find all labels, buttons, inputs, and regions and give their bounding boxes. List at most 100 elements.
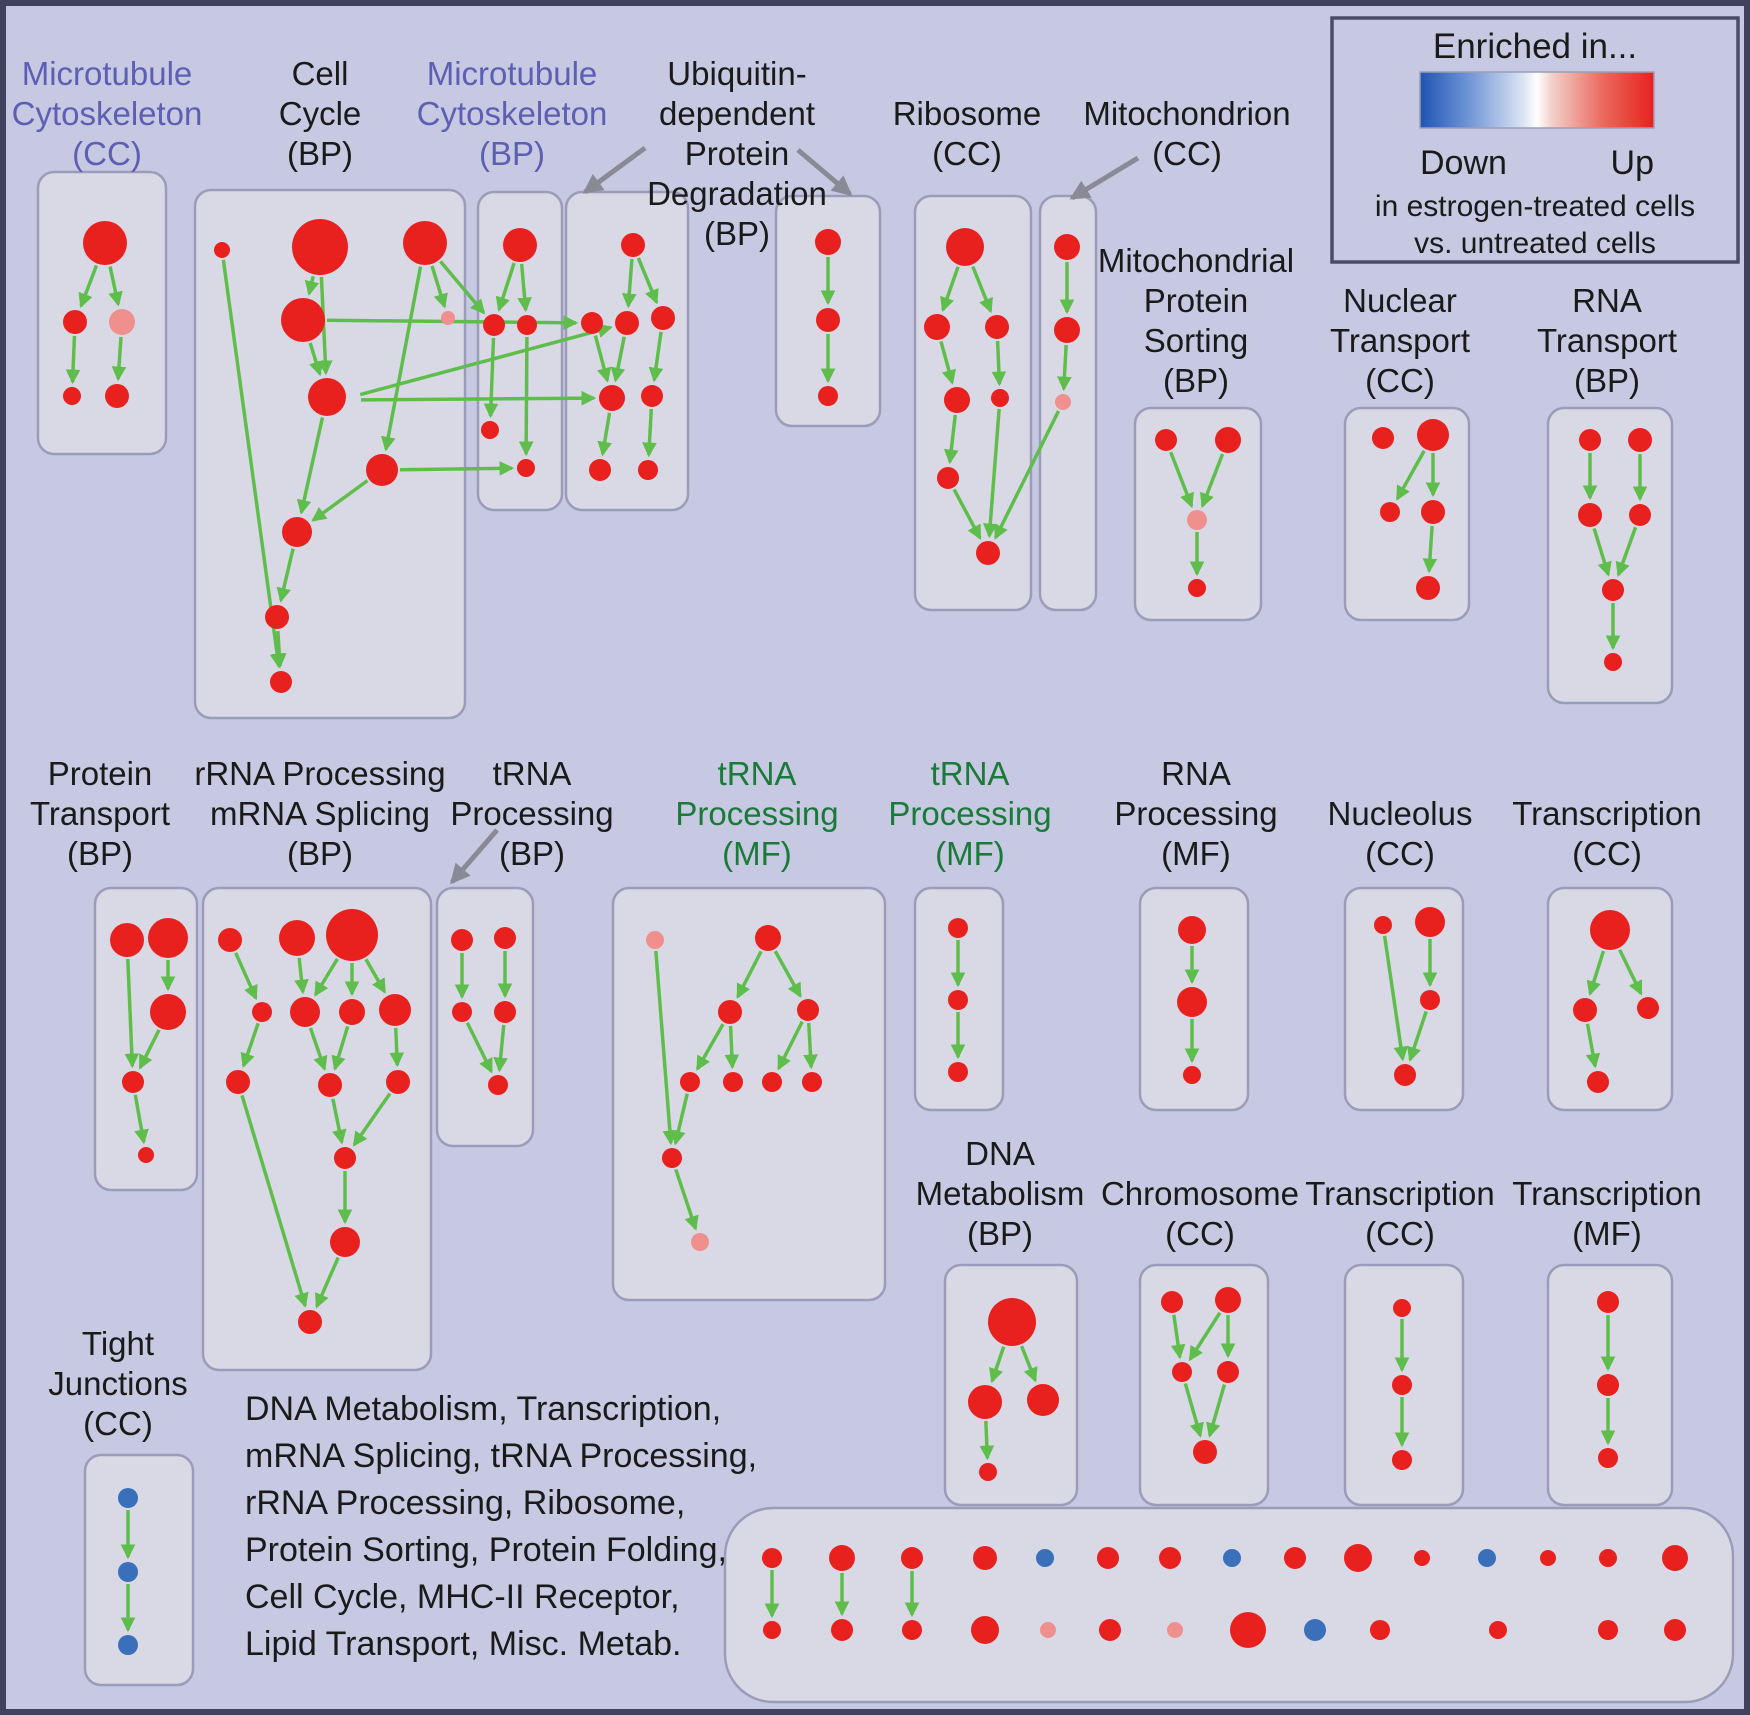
group-label-ubiquitin-protein-degradation-bp-a: Degradation [647,175,827,212]
go-term-node [991,389,1009,407]
misc-category-text: rRNA Processing, Ribosome, [245,1484,685,1522]
edge-arrow [364,958,387,994]
group-label-nuclear-transport-cc: Transport [1330,322,1470,359]
label-pointer-arrow [1069,155,1140,201]
group-label-rna-transport-bp: Transport [1537,322,1677,359]
group-label-rna-processing-mf: (MF) [1161,835,1231,872]
go-term-node [150,994,186,1030]
edge-arrow [294,957,309,995]
go-term-node [1188,579,1206,597]
go-term-node [638,460,658,480]
edge-arrow [240,1022,260,1069]
go-term-node [1097,1547,1119,1569]
go-term-node [802,1072,822,1092]
go-term-node [339,999,365,1025]
go-term-node [1421,500,1445,524]
go-term-node [1054,317,1080,343]
edge-arrow [1169,451,1194,509]
go-term-node [281,298,325,342]
group-label-rrna-processing-mrna-splicing-bp: mRNA Splicing [210,795,430,832]
group-box-chromosome-cc [1138,1263,1270,1507]
go-term-node [1598,1448,1618,1468]
go-term-node [718,1000,742,1024]
group-label-rna-transport-bp: RNA [1572,282,1642,319]
group-label-rrna-processing-mrna-splicing-bp: (BP) [287,835,353,872]
go-term-node [481,421,499,439]
go-term-node [902,1620,922,1640]
go-term-node [1415,907,1445,937]
go-term-node [386,1070,410,1094]
go-term-node [252,1002,272,1022]
go-term-node [1587,1071,1609,1093]
edge-arrow [381,266,423,452]
go-term-node [1172,1362,1192,1382]
group-box-misc-cluster [723,1506,1735,1704]
go-term-node [1372,427,1394,449]
group-label-ubiquitin-protein-degradation-bp-a: dependent [659,95,815,132]
group-label-dna-metabolism-bp: DNA [965,1135,1035,1172]
edge-arrow [991,340,1007,387]
edge-arrow [1057,344,1072,392]
go-term-node [1177,987,1207,1017]
go-term-node [1597,1291,1619,1313]
go-term-node [138,1147,154,1163]
legend-box [1330,16,1740,264]
go-term-node [944,387,970,413]
go-term-node [973,1546,997,1570]
go-term-node [581,312,603,334]
group-label-chromosome-cc: (CC) [1165,1215,1235,1252]
go-term-node [988,1298,1036,1346]
go-term-node [1215,427,1241,453]
edge-arrow [1592,527,1612,577]
misc-category-text: Protein Sorting, Protein Folding, [245,1531,727,1569]
go-term-node [818,386,838,406]
edge-arrow [1200,453,1225,509]
edge-arrow [311,479,369,522]
go-term-node [1344,1544,1372,1572]
go-term-node [63,310,87,334]
edge-arrow [133,1094,149,1145]
edge-arrow [304,275,320,296]
go-term-node [1392,1450,1412,1470]
edge-arrow [389,1027,405,1068]
edge-arrow [952,488,982,540]
go-term-node [1597,1374,1619,1396]
edge-arrow [240,1094,309,1308]
go-term-node [483,314,505,336]
label-pointer-arrow [450,828,499,885]
group-label-transcription-mf: (MF) [1572,1215,1642,1252]
go-term-node [451,929,473,951]
edge-arrow [430,265,448,309]
group-label-ubiquitin-protein-degradation-bp-a: (BP) [704,215,770,252]
group-label-mitochondrial-protein-sorting-bp: Sorting [1144,322,1249,359]
go-term-node [105,384,129,408]
go-term-node [1183,1066,1201,1084]
go-term-node [83,221,127,265]
edge-arrow [943,414,959,465]
edge-arrow [331,1025,350,1071]
group-label-microtubule-cytoskeleton-bp: (BP) [479,135,545,172]
go-term-node [1416,576,1440,600]
edge-arrow [636,257,659,305]
go-term-node [924,314,950,340]
go-term-node [755,925,781,951]
legend-subtitle: in estrogen-treated cells [1375,190,1695,223]
go-term-node [641,385,663,407]
go-term-node [815,229,841,255]
go-term-node [379,994,411,1026]
group-label-transcription-cc-1: (CC) [1572,835,1642,872]
group-label-microtubule-cytoskeleton-cc: Microtubule [22,55,193,92]
edge-arrow [1586,950,1606,996]
edge-arrow [971,265,993,314]
edge-arrow [1183,1383,1204,1438]
go-term-node [1590,910,1630,950]
go-term-node [1167,1622,1183,1638]
edge-arrow [308,342,324,377]
group-label-mitochondrial-protein-sorting-bp: Protein [1144,282,1249,319]
group-label-tight-junctions-cc: Tight [82,1325,154,1362]
go-term-node [218,928,242,952]
go-term-node [948,918,968,938]
group-box-tight-junctions-cc [83,1453,195,1687]
group-box-microtubule-cytoskeleton-cc [36,170,168,456]
misc-category-text: Cell Cycle, MHC-II Receptor, [245,1578,680,1616]
